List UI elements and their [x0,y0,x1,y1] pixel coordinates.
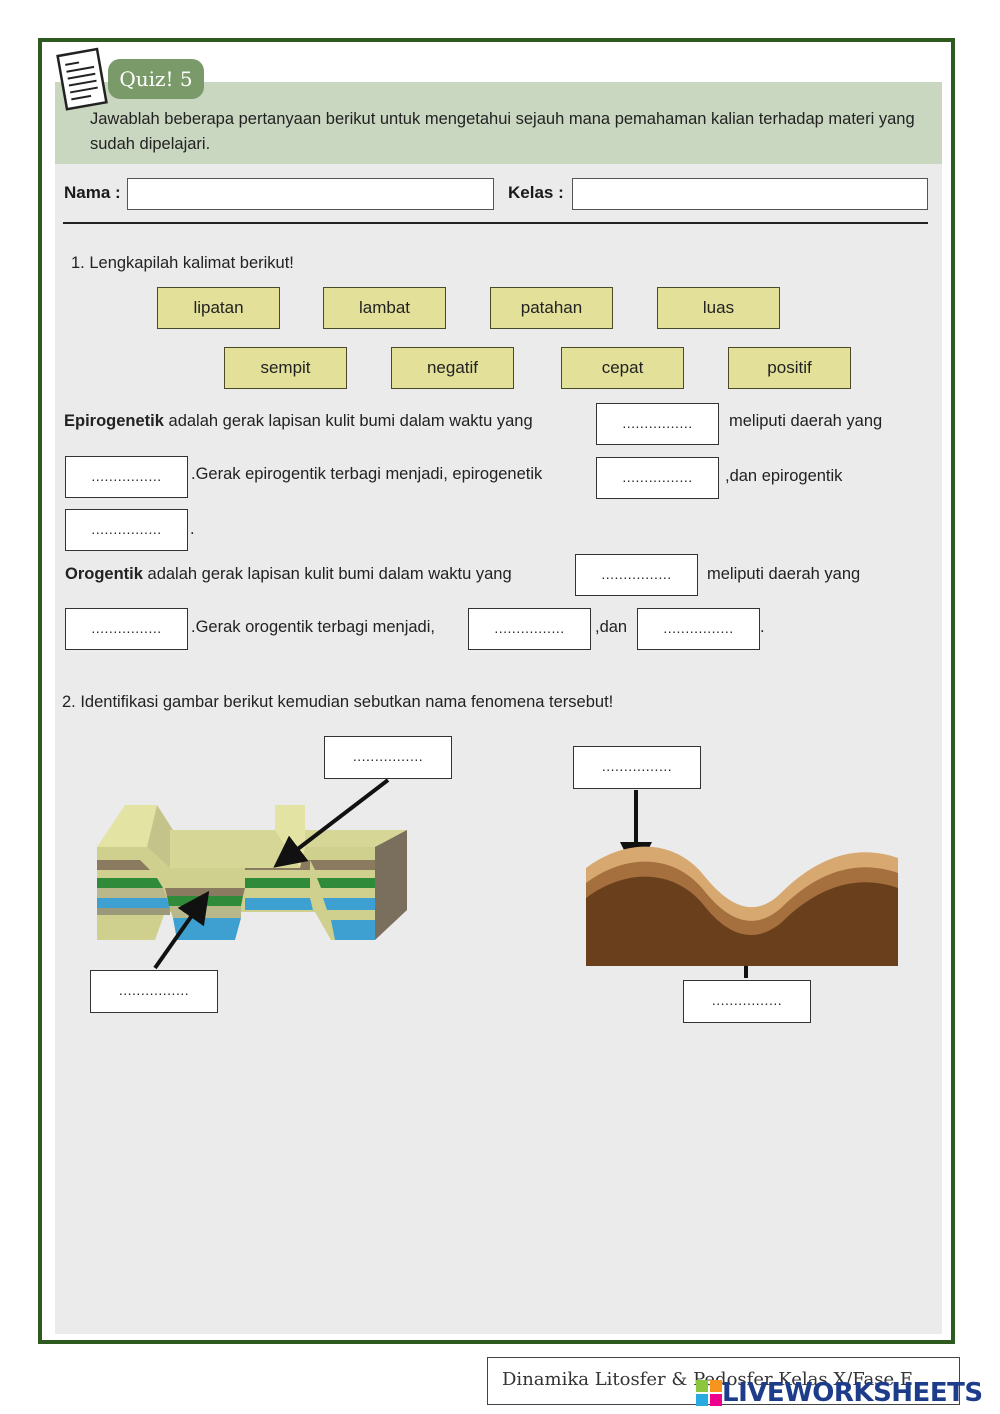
sentence-fragment: meliputi daerah yang [707,565,861,583]
word-chip[interactable]: lipatan [157,287,280,329]
name-label: Nama : [64,183,121,202]
sentence-fragment: . [760,618,765,636]
fold-illustration [586,846,898,966]
subject-footer: Dinamika Litosfer & Pedosfer Kelas X/Fas… [487,1357,960,1405]
word-chip[interactable]: lambat [323,287,446,329]
instructions-banner [55,82,942,164]
answer-blank[interactable]: ................ [65,608,188,650]
answer-blank[interactable]: ................ [65,456,188,498]
quiz-title-badge: Quiz! 5 [108,59,204,99]
fold-top-answer[interactable]: ................ [573,746,701,789]
class-label: Kelas : [508,183,564,202]
sentence-fragment: adalah gerak lapisan kulit bumi dalam wa… [168,412,533,430]
sentence-fragment: . [190,520,195,538]
question-1-prompt: 1. Lengkapilah kalimat berikut! [71,254,294,272]
fault-top-answer[interactable]: ................ [324,736,452,779]
answer-blank[interactable]: ................ [468,608,591,650]
orogentik-line-1: Orogentik adalah gerak lapisan kulit bum… [65,565,512,584]
word-chip[interactable]: patahan [490,287,613,329]
epirogenetik-line-1: Epirogenetik adalah gerak lapisan kulit … [64,412,533,431]
answer-blank[interactable]: ................ [596,457,719,499]
name-field[interactable] [127,178,494,210]
divider [63,222,928,224]
sentence-fragment: ,dan epirogentik [725,467,843,485]
fault-bottom-answer[interactable]: ................ [90,970,218,1013]
page-frame [38,38,955,1344]
sentence-fragment: .Gerak orogentik terbagi menjadi, [191,618,435,636]
word-chip[interactable]: sempit [224,347,347,389]
sentence-fragment: meliputi daerah yang [729,412,883,430]
document-icon [56,47,108,111]
instructions-text: Jawablah beberapa pertanyaan berikut unt… [90,110,915,153]
fold-bottom-answer[interactable]: ................ [683,980,811,1023]
class-field[interactable] [572,178,928,210]
answer-blank[interactable]: ................ [596,403,719,445]
liveworksheets-logo-icon [696,1380,722,1406]
sentence-fragment: ,dan [595,618,628,636]
orogentik-term: Orogentik [65,565,143,583]
liveworksheets-logo: LIVEWORKSHEETS [696,1376,983,1410]
word-chip[interactable]: luas [657,287,780,329]
liveworksheets-brand: LIVEWORKSHEETS [722,1378,983,1408]
sentence-fragment: adalah gerak lapisan kulit bumi dalam wa… [147,565,512,583]
word-chip[interactable]: negatif [391,347,514,389]
answer-blank[interactable]: ................ [575,554,698,596]
answer-blank[interactable]: ................ [637,608,760,650]
question-2-prompt: 2. Identifikasi gambar berikut kemudian … [62,693,614,711]
word-chip[interactable]: positif [728,347,851,389]
epirogenetik-term: Epirogenetik [64,412,164,430]
sentence-fragment: .Gerak epirogentik terbagi menjadi, epir… [191,465,543,483]
word-chip[interactable]: cepat [561,347,684,389]
answer-blank[interactable]: ................ [65,509,188,551]
